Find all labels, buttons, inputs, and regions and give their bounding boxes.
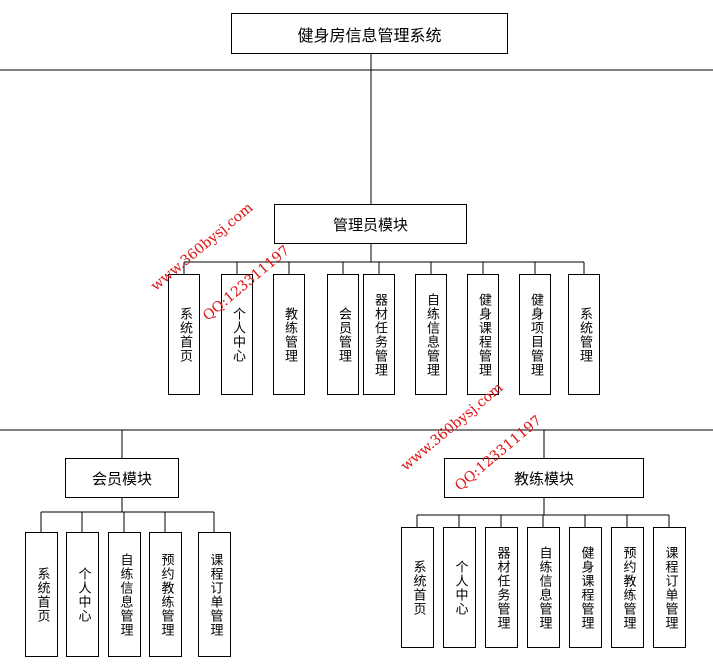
member-module-label: 会员模块 bbox=[91, 469, 152, 488]
admin-module-box: 管理员模块 bbox=[274, 204, 467, 244]
member-item-coach-booking: 预约教练管理 bbox=[149, 532, 182, 657]
admin-module-label: 管理员模块 bbox=[332, 215, 408, 234]
coach-item-equipment-task: 器材任务管理 bbox=[485, 527, 518, 648]
coach-item-fitness-course: 健身课程管理 bbox=[569, 527, 602, 648]
coach-item-coach-booking: 预约教练管理 bbox=[611, 527, 644, 648]
member-item-home: 系统首页 bbox=[25, 532, 58, 657]
admin-item-self-training: 自练信息管理 bbox=[415, 274, 447, 395]
admin-item-system-mgmt: 系统管理 bbox=[568, 274, 600, 395]
member-module-box: 会员模块 bbox=[65, 458, 179, 498]
admin-item-coach-mgmt: 教练管理 bbox=[273, 274, 305, 395]
admin-item-equipment-task: 器材任务管理 bbox=[363, 274, 395, 395]
coach-item-home: 系统首页 bbox=[401, 527, 434, 648]
member-item-self-training: 自练信息管理 bbox=[108, 532, 141, 657]
coach-module-box: 教练模块 bbox=[444, 458, 644, 498]
coach-module-label: 教练模块 bbox=[513, 469, 574, 488]
member-item-profile: 个人中心 bbox=[66, 532, 99, 657]
admin-item-member-mgmt: 会员管理 bbox=[327, 274, 359, 395]
admin-item-fitness-project: 健身项目管理 bbox=[519, 274, 551, 395]
member-item-course-order: 课程订单管理 bbox=[198, 532, 231, 657]
admin-item-profile: 个人中心 bbox=[221, 274, 253, 395]
system-title-box: 健身房信息管理系统 bbox=[231, 13, 508, 54]
admin-item-fitness-course: 健身课程管理 bbox=[467, 274, 499, 395]
admin-item-home: 系统首页 bbox=[168, 274, 200, 395]
coach-item-profile: 个人中心 bbox=[443, 527, 476, 648]
coach-item-course-order: 课程订单管理 bbox=[653, 527, 686, 648]
system-title: 健身房信息管理系统 bbox=[297, 25, 442, 45]
coach-item-self-training: 自练信息管理 bbox=[527, 527, 560, 648]
